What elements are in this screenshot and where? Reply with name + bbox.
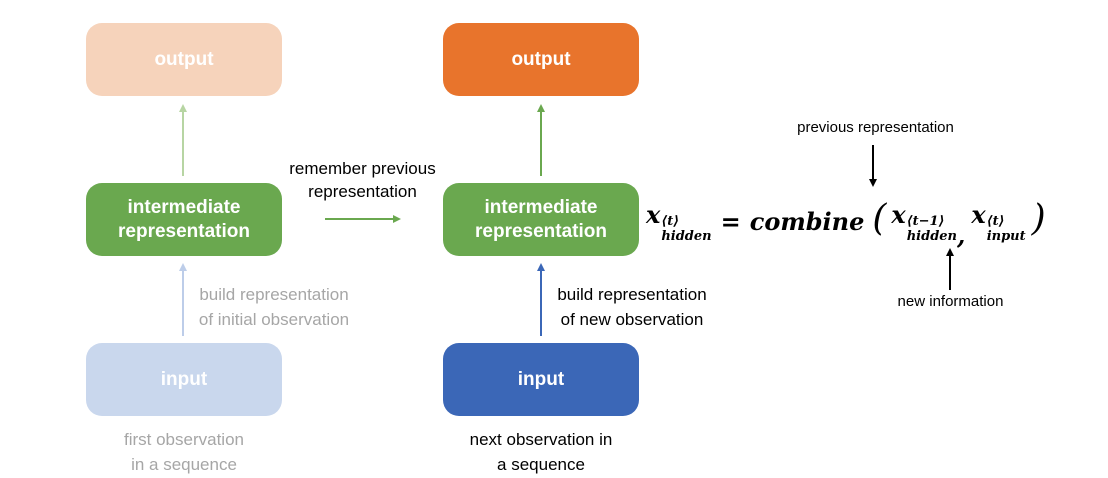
equation-arg2-superscript: ⟨t⟩ [986,214,1005,229]
equation-arg1: x⟨t−1⟩hidden [891,200,957,244]
arrow-shaft [325,218,393,220]
remember-previous-arrow [325,214,401,224]
arrow-shaft [540,112,542,176]
equation-lhs-base: x [646,200,661,229]
previous-intermediate-box: intermediate representation [86,183,282,256]
remember-previous-label: remember previous representation [289,159,436,201]
arrow-head [179,263,187,271]
new-information-arrow [945,248,955,290]
arrow-head [946,248,954,256]
equation-separator: , [957,221,966,250]
current-input-caption: next observation in a sequence [469,430,613,474]
current-output-box: output [443,23,639,96]
arrow-shaft [872,145,874,179]
combine-equation: x⟨t⟩hidden = combine ( x⟨t−1⟩hidden , x⟨… [646,198,1046,250]
arrow-shaft [182,112,184,176]
arrow-head [393,215,401,223]
current-intermediate-to-output-arrow [536,104,546,176]
arrow-head [537,104,545,112]
previous-representation-arrow [868,145,878,187]
current-intermediate-box: intermediate representation [443,183,639,256]
previous-input-to-intermediate-arrow [178,263,188,336]
previous-intermediate-to-output-arrow [178,104,188,176]
equation-arg2: x⟨t⟩input [971,200,1026,244]
equation-arg2-base: x [971,200,986,229]
current-input-to-intermediate-arrow [536,263,546,336]
arrow-shaft [540,271,542,336]
equation-function: combine [749,206,865,236]
equation-equals: = [720,206,741,236]
current-input-box: input [443,343,639,416]
equation-arg2-subscript: input [986,229,1026,244]
equation-arg1-scripts: ⟨t−1⟩hidden [907,214,957,244]
previous-input-box: input [86,343,282,416]
arrow-shaft [182,271,184,336]
equation-lhs: x⟨t⟩hidden [646,200,712,244]
arrow-head [537,263,545,271]
arrow-head [869,179,877,187]
previous-input-caption: first observation in a sequence [124,430,244,474]
previous-representation-annotation: previous representation [797,119,954,136]
equation-lhs-superscript: ⟨t⟩ [661,214,680,229]
equation-arg2-scripts: ⟨t⟩input [987,214,1026,244]
previous-build-label: build representation of initial observat… [198,285,350,329]
equation-lhs-scripts: ⟨t⟩hidden [661,214,711,244]
arrow-shaft [949,256,951,290]
equation-arg1-subscript: hidden [906,229,958,244]
equation-arg1-superscript: ⟨t−1⟩ [906,214,945,229]
equation-lhs-subscript: hidden [661,229,712,244]
new-information-annotation: new information [897,293,1004,310]
equation-arg1-base: x [891,200,906,229]
current-build-label: build representation of new observation [557,285,707,329]
arrow-head [179,104,187,112]
previous-output-box: output [86,23,282,96]
